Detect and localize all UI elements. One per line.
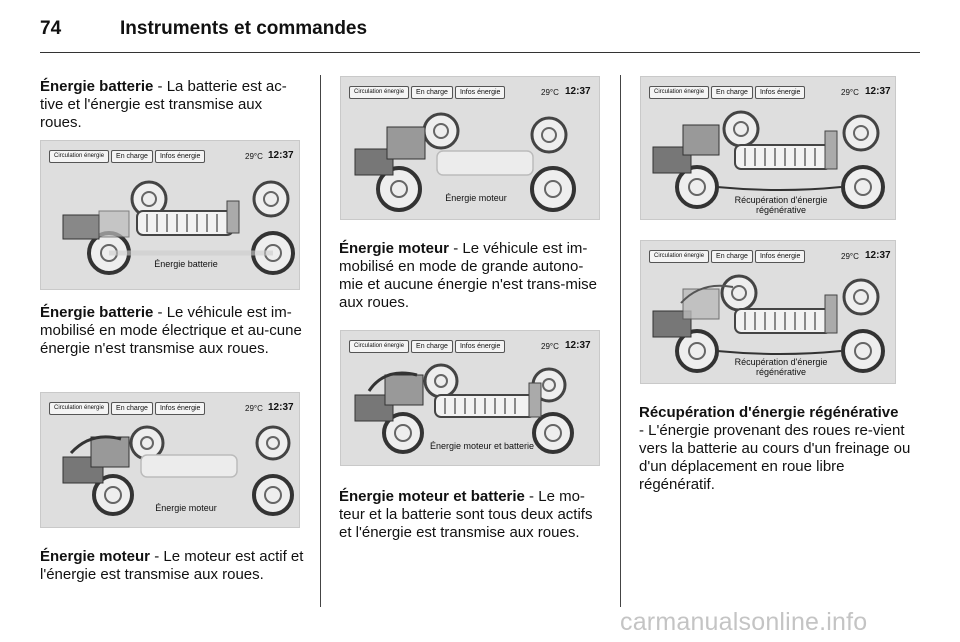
vehicle-diagram xyxy=(62,425,294,516)
figure-regenerative-recovery-1: Circulation énergie En charge Infos éner… xyxy=(640,76,896,220)
figure-caption: Récupération d'énergie régénérative xyxy=(734,195,828,215)
tab-energy-flow: Circulation énergie xyxy=(349,340,410,353)
vehicle-diagram xyxy=(62,180,295,275)
column-divider-2 xyxy=(620,75,621,607)
screen-tab-bar: Circulation énergie En charge Infos éner… xyxy=(49,150,206,163)
tab-energy-info: Infos énergie xyxy=(754,86,806,99)
page-number: 74 xyxy=(40,18,62,39)
vehicle-diagram xyxy=(652,110,885,209)
temperature-readout: 29°C xyxy=(541,88,559,97)
figure-battery-energy: Circulation énergie En charge Infos éner… xyxy=(40,140,300,290)
figure-caption: Énergie batterie xyxy=(154,259,218,269)
temperature-readout: 29°C xyxy=(841,252,859,261)
tab-charging: En charge xyxy=(111,402,153,415)
tab-energy-info: Infos énergie xyxy=(154,402,206,415)
page-header: 74 Instruments et commandes xyxy=(40,16,920,48)
tab-charging: En charge xyxy=(411,340,453,353)
temperature-readout: 29°C xyxy=(245,404,263,413)
screen-tab-bar: Circulation énergie En charge Infos éner… xyxy=(49,402,206,415)
tab-energy-flow: Circulation énergie xyxy=(649,250,710,263)
site-watermark: carmanualsonline.info xyxy=(620,608,868,636)
figure-regenerative-recovery-2: Circulation énergie En charge Infos éner… xyxy=(640,240,896,384)
tab-charging: En charge xyxy=(711,86,753,99)
tab-energy-flow: Circulation énergie xyxy=(49,402,110,415)
tab-energy-info: Infos énergie xyxy=(454,86,506,99)
vehicle-diagram xyxy=(354,112,576,212)
screen-tab-bar: Circulation énergie En charge Infos éner… xyxy=(349,86,506,99)
tab-energy-flow: Circulation énergie xyxy=(49,150,110,163)
paragraph-battery-energy-idle: Énergie batterie - Le véhicule est im-mo… xyxy=(40,304,302,357)
clock-readout: 12:37 xyxy=(565,86,591,97)
temperature-readout: 29°C xyxy=(541,342,559,351)
paragraph-battery-energy-active: Énergie batterie - La batterie est ac-ti… xyxy=(40,78,287,131)
screen-tab-bar: Circulation énergie En charge Infos éner… xyxy=(649,250,806,263)
figure-engine-energy-2: Circulation énergie En charge Infos éner… xyxy=(340,76,600,220)
tab-energy-info: Infos énergie xyxy=(154,150,206,163)
clock-readout: 12:37 xyxy=(268,150,294,161)
paragraph-engine-energy-idle: Énergie moteur - Le véhicule est im-mobi… xyxy=(339,240,597,311)
tab-charging: En charge xyxy=(711,250,753,263)
column-divider-1 xyxy=(320,75,321,607)
temperature-readout: 29°C xyxy=(841,88,859,97)
screen-tab-bar: Circulation énergie En charge Infos éner… xyxy=(349,340,506,353)
tab-energy-flow: Circulation énergie xyxy=(349,86,410,99)
figure-engine-and-battery-energy: Circulation énergie En charge Infos éner… xyxy=(340,330,600,466)
figure-caption: Récupération d'énergie régénérative xyxy=(734,357,828,377)
tab-energy-info: Infos énergie xyxy=(454,340,506,353)
figure-engine-energy-1: Circulation énergie En charge Infos éner… xyxy=(40,392,300,528)
screen-tab-bar: Circulation énergie En charge Infos éner… xyxy=(649,86,806,99)
paragraph-regenerative-recovery: Récupération d'énergie régénérative - L'… xyxy=(639,404,911,493)
vehicle-diagram xyxy=(652,274,885,373)
temperature-readout: 29°C xyxy=(245,152,263,161)
paragraph-engine-energy-active: Énergie moteur - Le moteur est actif et … xyxy=(40,548,304,583)
clock-readout: 12:37 xyxy=(565,340,591,351)
tab-charging: En charge xyxy=(411,86,453,99)
tab-charging: En charge xyxy=(111,150,153,163)
page-title: Instruments et commandes xyxy=(120,18,368,39)
tab-energy-info: Infos énergie xyxy=(754,250,806,263)
clock-readout: 12:37 xyxy=(865,86,891,97)
figure-caption: Énergie moteur et batterie xyxy=(429,441,535,451)
clock-readout: 12:37 xyxy=(268,402,294,413)
paragraph-engine-and-battery-energy: Énergie moteur et batterie - Le mo-teur … xyxy=(339,488,593,541)
tab-energy-flow: Circulation énergie xyxy=(649,86,710,99)
figure-caption: Énergie moteur xyxy=(445,193,507,203)
clock-readout: 12:37 xyxy=(865,250,891,261)
vehicle-diagram xyxy=(354,363,574,454)
figure-caption: Énergie moteur xyxy=(155,503,217,513)
header-divider xyxy=(40,52,920,53)
